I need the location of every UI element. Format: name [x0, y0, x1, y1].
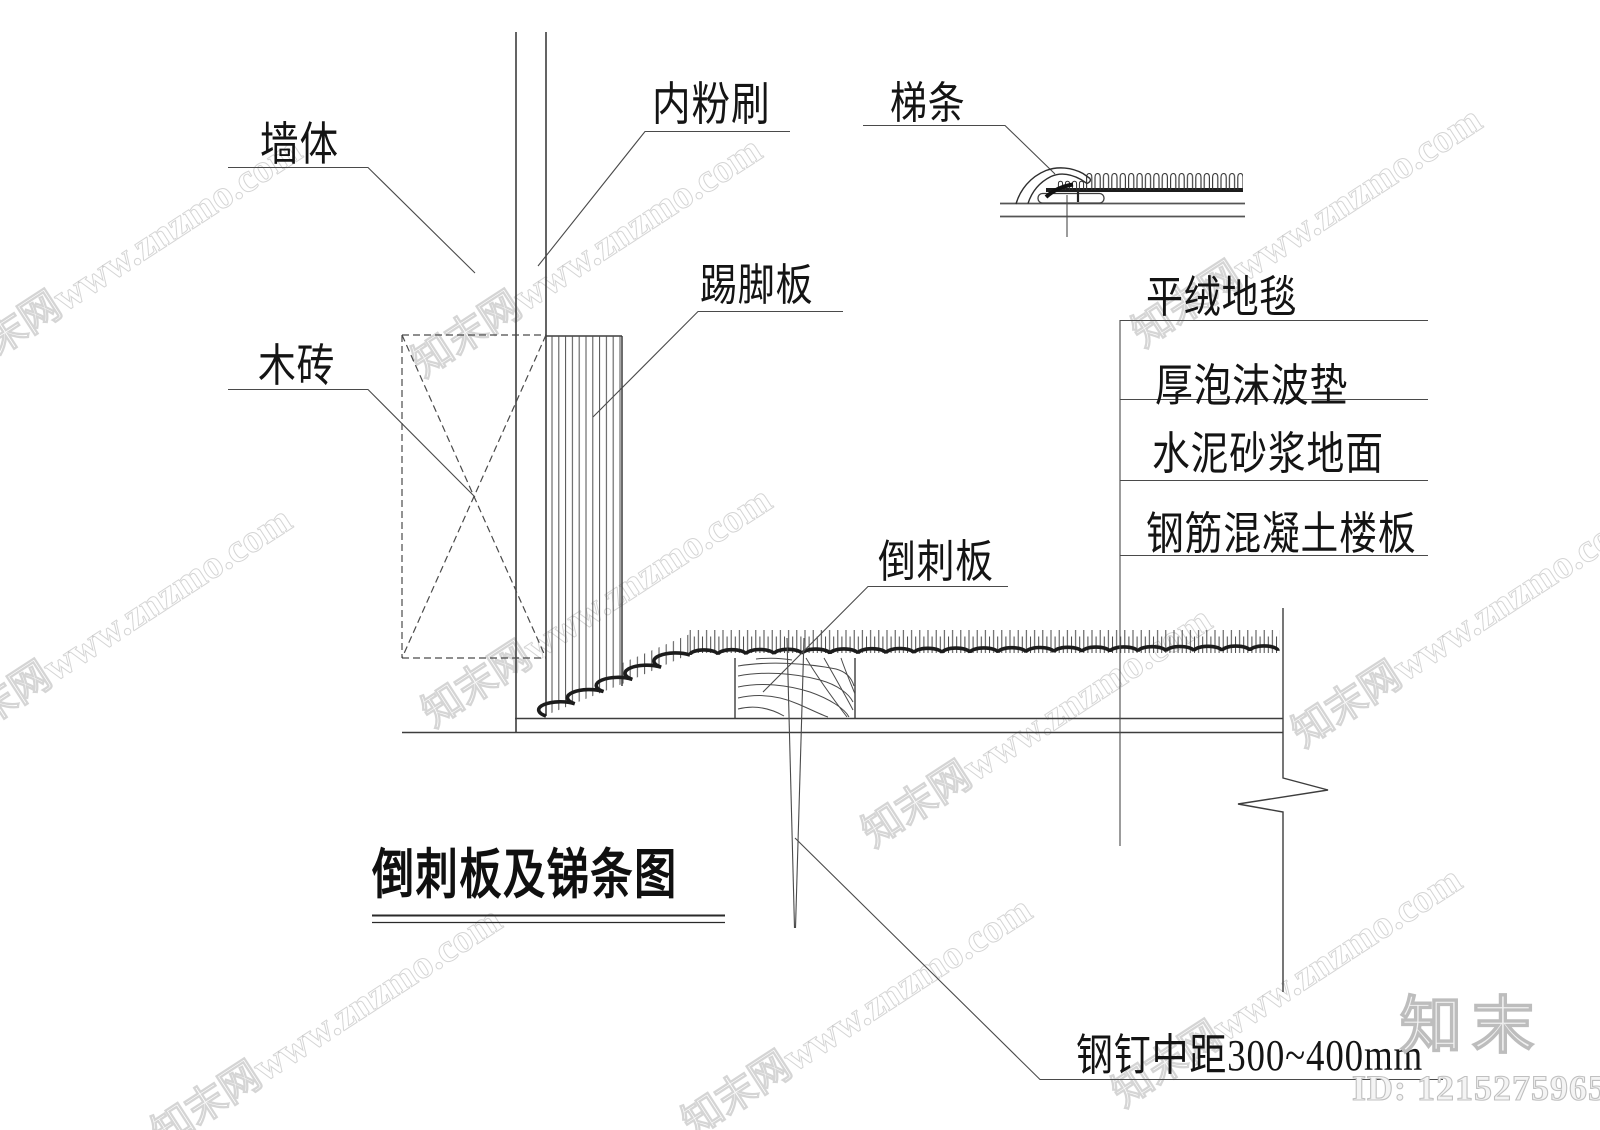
label-wood-brick: 木砖	[258, 341, 336, 391]
floor-layer-label-cement-mortar: 水泥砂浆地面	[1152, 429, 1384, 479]
wood-grain	[737, 657, 856, 718]
strip-hook-inner	[1027, 173, 1088, 204]
floor-slab-lines	[402, 717, 1283, 734]
floor-layer-label-foam-pad: 厚泡沫波垫	[1155, 361, 1349, 411]
label-edge-strip: 梯条	[890, 79, 966, 128]
carpet-curl-edge	[1044, 182, 1074, 199]
site-logo: 知末	[1399, 993, 1545, 1061]
label-skirting: 踢脚板	[700, 261, 814, 310]
nail-spacing-note: 钢钉中距300~400mm	[1076, 1031, 1424, 1080]
label-plaster: 内粉刷	[652, 79, 771, 130]
edge-strip-detail	[1000, 167, 1245, 237]
floor-layer-label-rc-slab: 钢筋混凝土楼板	[1146, 509, 1417, 559]
section-break-edge	[1237, 608, 1329, 992]
strip-hook-outer	[1015, 167, 1091, 205]
skirting-hatch	[549, 336, 622, 714]
tackless-strip-block	[734, 658, 856, 718]
floor-layer-label-carpet: 平绒地毯	[1146, 273, 1298, 322]
drawing-title: 倒刺板及锑条图	[372, 845, 678, 905]
strip-base-plate	[1037, 192, 1105, 204]
detail-carpet-loops	[1085, 171, 1243, 190]
leader-lines	[228, 124, 1443, 1081]
wall-section-lines	[515, 32, 547, 732]
steel-nail	[786, 637, 805, 929]
title-underline	[372, 914, 725, 924]
skirting-board	[546, 335, 623, 714]
label-tackless-strip: 倒刺板	[878, 537, 994, 587]
floor-layer-callout-lines	[1119, 319, 1428, 846]
label-wall: 墙体	[260, 119, 339, 170]
image-id-watermark: ID: 1215275965	[1351, 1068, 1600, 1108]
